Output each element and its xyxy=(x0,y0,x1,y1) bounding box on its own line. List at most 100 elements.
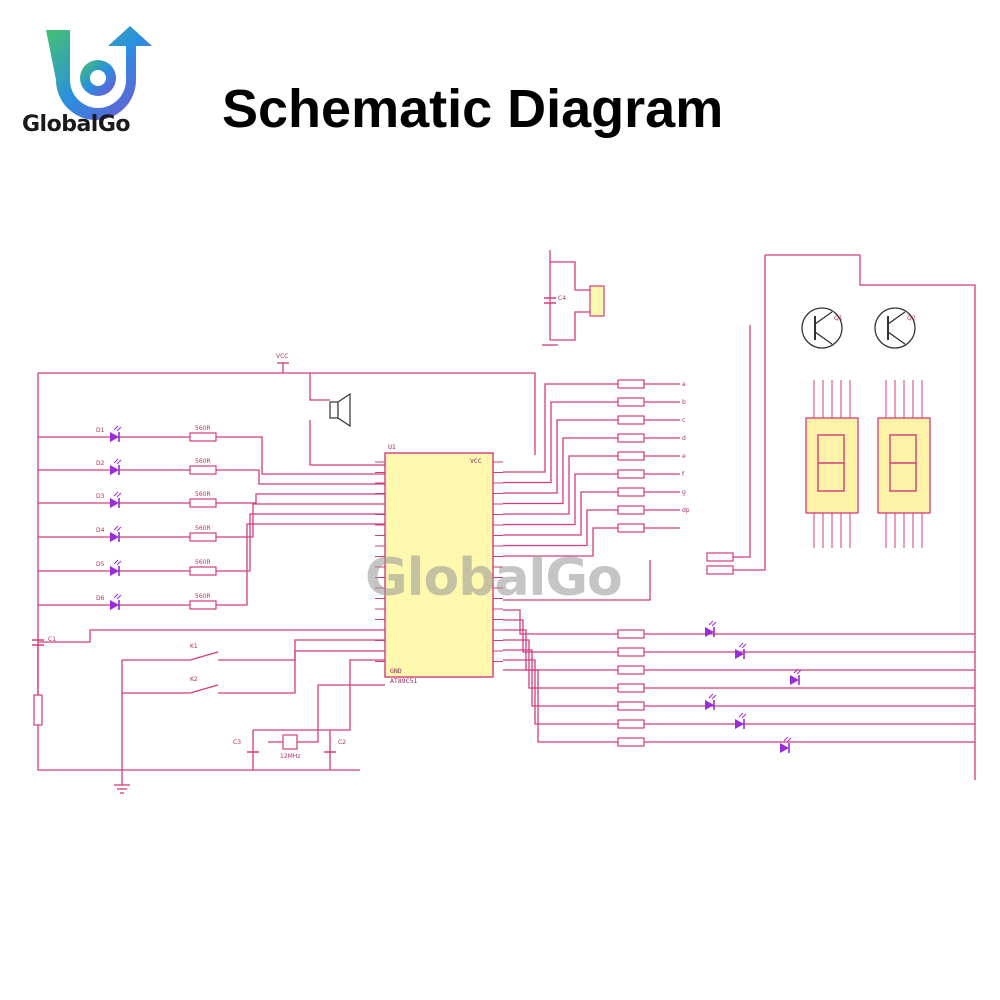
reset-resistor xyxy=(33,694,43,726)
led-d3 xyxy=(110,498,119,508)
segment-label: b xyxy=(682,399,686,406)
c2-label: C2 xyxy=(338,739,346,746)
led-ray xyxy=(116,492,122,498)
led-ray xyxy=(711,694,717,700)
indicator-wire xyxy=(503,639,618,689)
wire xyxy=(503,560,651,601)
led-to-chip xyxy=(216,436,385,475)
led-ray xyxy=(113,559,119,565)
resistor-label: 560R xyxy=(195,425,211,432)
segment-wire xyxy=(503,401,618,484)
segment-label: c xyxy=(682,417,685,424)
switch-label: K1 xyxy=(190,643,198,650)
indicator-wire xyxy=(503,649,618,707)
switch-k1 xyxy=(189,651,219,661)
segment-wire xyxy=(503,383,618,473)
led-ray xyxy=(113,458,119,464)
led-ray xyxy=(783,736,789,742)
globalgo-logo-icon xyxy=(46,26,152,120)
speaker-icon xyxy=(329,401,339,419)
resistor-segment xyxy=(617,415,645,425)
segment-wire xyxy=(503,437,618,505)
segment-wire xyxy=(503,509,618,547)
led-ray xyxy=(113,525,119,531)
led-ray xyxy=(116,426,122,432)
led-d4 xyxy=(110,532,119,542)
segment-wire xyxy=(503,455,618,515)
resistor-led xyxy=(189,498,217,508)
led-ray xyxy=(113,425,119,431)
led-ray xyxy=(796,669,802,675)
resistor-led xyxy=(189,566,217,576)
indicator-led-2 xyxy=(735,649,744,659)
reset-line xyxy=(38,629,385,643)
led-ray xyxy=(711,621,717,627)
c4-label: C4 xyxy=(558,295,566,302)
led-ray xyxy=(116,459,122,465)
resistor-segment xyxy=(617,505,645,515)
transistor-emitter xyxy=(814,331,833,345)
resistor-segment xyxy=(617,469,645,479)
led-label: D2 xyxy=(96,460,105,467)
indicator-led-5 xyxy=(735,719,744,729)
q1-base-wire xyxy=(720,255,766,571)
led-ray xyxy=(738,642,744,648)
power-connector xyxy=(589,285,605,317)
led-ray xyxy=(116,560,122,566)
indicator-wire xyxy=(503,669,618,743)
led-label: D1 xyxy=(96,427,105,434)
led-d6 xyxy=(110,600,119,610)
segment-wire xyxy=(503,419,618,494)
indicator-led-1 xyxy=(705,627,714,637)
resistor-label: 560R xyxy=(195,525,211,532)
segment-label: a xyxy=(682,381,686,388)
led-to-chip xyxy=(216,469,385,485)
resistor-segment xyxy=(617,397,645,407)
led-ray xyxy=(786,737,792,743)
led-to-chip xyxy=(216,523,385,606)
switch-wire xyxy=(218,639,385,661)
resistor-led xyxy=(189,532,217,542)
resistor-indicator xyxy=(617,737,645,747)
wire xyxy=(550,311,590,341)
c3-label: C3 xyxy=(233,739,241,746)
resistor-led xyxy=(189,600,217,610)
brand-name: GlobalGo xyxy=(22,112,131,137)
transistor-q1 xyxy=(801,307,843,349)
resistor-segment xyxy=(617,451,645,461)
watermark-text: GlobalGo xyxy=(365,548,623,608)
resistor-label: 560R xyxy=(195,458,211,465)
transistor-collector xyxy=(887,311,906,325)
switch-wire xyxy=(218,650,385,694)
vcc-label: VCC xyxy=(276,353,288,360)
led-to-chip xyxy=(216,493,385,504)
led-label: D5 xyxy=(96,561,105,568)
chip-gnd-label: GND xyxy=(390,667,402,675)
ground-rail xyxy=(37,720,360,771)
transistor-label: Q1 xyxy=(834,315,843,322)
transistor-collector xyxy=(814,311,833,325)
segment-wire xyxy=(503,527,618,557)
led-d1 xyxy=(110,432,119,442)
led-ray xyxy=(741,713,747,719)
display-1 xyxy=(805,417,859,514)
resistor-indicator xyxy=(617,683,645,693)
led-d2 xyxy=(110,465,119,475)
xtal-wire xyxy=(253,659,385,731)
transistor-emitter xyxy=(887,331,906,345)
led-label: D6 xyxy=(96,595,105,602)
resistor-led xyxy=(189,432,217,442)
segment-label: e xyxy=(682,453,686,460)
led-ray xyxy=(708,620,714,626)
led-ray xyxy=(116,526,122,532)
switch-k2 xyxy=(189,684,219,694)
indicator-wire xyxy=(503,619,618,653)
page-title: Schematic Diagram xyxy=(222,79,724,139)
segment-wire xyxy=(503,473,618,526)
resistor-indicator xyxy=(617,701,645,711)
segment-label: g xyxy=(682,489,686,496)
resistor-label: 560R xyxy=(195,593,211,600)
indicator-led-6 xyxy=(780,743,789,753)
led-label: D4 xyxy=(96,527,105,534)
